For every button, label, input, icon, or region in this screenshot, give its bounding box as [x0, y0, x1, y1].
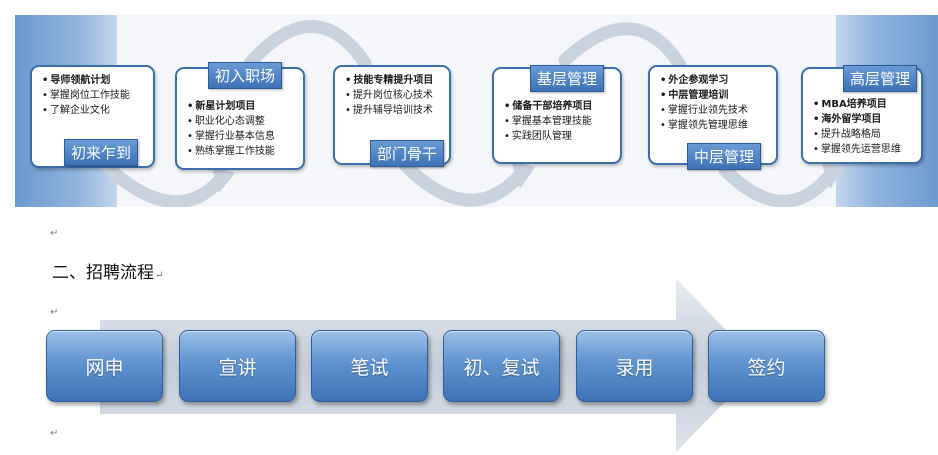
stage-bullet-item: 提升岗位核心技术 — [345, 88, 443, 103]
stage-bullet-item: 熟练掌握工作技能 — [187, 144, 297, 159]
step-written-test: 笔试 — [311, 330, 428, 402]
stage-4-items: 储备干部培养项目掌握基本管理技能实践团队管理 — [504, 99, 614, 144]
stage-bullet-item: 掌握基本管理技能 — [504, 114, 614, 129]
step-hiring: 录用 — [576, 330, 693, 402]
step-label: 初、复试 — [463, 356, 540, 379]
stage-bullet-item: 掌握领先管理思维 — [660, 118, 770, 133]
step-contract-signing: 签约 — [708, 330, 825, 402]
arc-2 — [243, 20, 372, 70]
stage-bullet-item: 外企参观学习 — [660, 73, 770, 88]
stage-bullet-item: 职业化心态调整 — [187, 114, 297, 129]
arrowhead-1 — [211, 165, 235, 193]
stage-tag-6: 高层管理 — [843, 65, 918, 92]
stage-2-items: 新星计划项目职业化心态调整掌握行业基本信息熟练掌握工作技能 — [187, 99, 297, 159]
stage-bullet-item: 储备干部培养项目 — [504, 99, 614, 114]
arrowhead-3 — [511, 161, 535, 189]
stage-bullet-item: 中层管理培训 — [660, 88, 770, 103]
arrowhead-5 — [821, 161, 845, 189]
step-online-application: 网申 — [46, 330, 163, 402]
step-label: 宣讲 — [218, 356, 257, 379]
stage-bullet-item: MBA培养项目 — [813, 97, 915, 112]
stage-tag-3: 部门骨干 — [370, 140, 445, 167]
stage-bullet-item: 了解企业文化 — [42, 103, 147, 118]
stage-bullet-item: 掌握行业领先技术 — [660, 103, 770, 118]
arc-4 — [558, 22, 687, 72]
step-label: 网申 — [85, 356, 124, 379]
step-presentation: 宣讲 — [179, 330, 296, 402]
paragraph-mark: ↵ — [50, 228, 59, 239]
stage-tag-5: 中层管理 — [687, 143, 762, 170]
arc-1 — [98, 158, 227, 207]
stage-bullet-item: 新星计划项目 — [187, 99, 297, 114]
stage-bullet-item: 技能专精提升项目 — [345, 73, 443, 88]
step-label: 签约 — [747, 356, 786, 379]
stage-bullet-item: 掌握行业基本信息 — [187, 129, 297, 144]
stage-bullet-item: 掌握岗位工作技能 — [42, 88, 147, 103]
section-heading: 二、招聘流程↵ — [52, 258, 163, 283]
stage-bullet-item: 提升辅导培训技术 — [345, 103, 443, 118]
stage-6-items: MBA培养项目海外留学项目提升战略格局掌握领先运营思维 — [813, 97, 915, 157]
stage-3-items: 技能专精提升项目提升岗位核心技术提升辅导培训技术 — [345, 73, 443, 118]
stage-1-items: 导师领航计划掌握岗位工作技能了解企业文化 — [42, 73, 147, 118]
stage-bullet-item: 掌握领先运营思维 — [813, 142, 915, 157]
section-heading-text: 二、招聘流程 — [52, 263, 154, 283]
paragraph-mark: ↵ — [50, 307, 59, 318]
heading-paragraph-mark: ↵ — [155, 270, 164, 281]
stage-bullet-item: 导师领航计划 — [42, 73, 147, 88]
stage-5-items: 外企参观学习中层管理培训掌握行业领先技术掌握领先管理思维 — [660, 73, 770, 133]
step-label: 录用 — [615, 356, 654, 379]
stage-bullet-item: 实践团队管理 — [504, 129, 614, 144]
connector-arcs — [98, 20, 845, 207]
arc-3 — [398, 158, 527, 207]
stage-bullet-item: 提升战略格局 — [813, 127, 915, 142]
stage-tag-1: 初来乍到 — [64, 139, 139, 166]
arc-5 — [718, 163, 837, 207]
career-path-diagram: 导师领航计划掌握岗位工作技能了解企业文化 初来乍到 新星计划项目职业化心态调整掌… — [15, 15, 938, 207]
stage-bullet-item: 海外留学项目 — [813, 112, 915, 127]
step-label: 笔试 — [350, 356, 389, 379]
paragraph-mark: ↵ — [50, 428, 59, 439]
stage-tag-4: 基层管理 — [530, 65, 605, 92]
step-interviews: 初、复试 — [443, 330, 560, 402]
stage-tag-2: 初入职场 — [208, 62, 283, 89]
